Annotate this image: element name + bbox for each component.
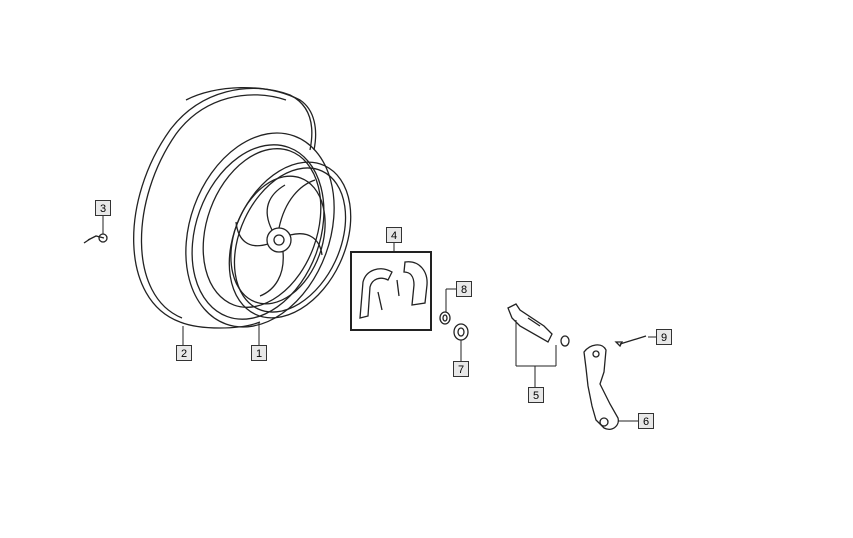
brake-cam (507, 303, 570, 347)
leader-lines (102, 216, 656, 422)
washer (439, 311, 451, 325)
oil-seal (453, 323, 469, 341)
callout-5: 5 (528, 387, 544, 403)
brake-shoe-set (350, 251, 432, 331)
callout-3: 3 (95, 200, 111, 216)
tire (133, 86, 335, 329)
bolt (614, 335, 647, 348)
callout-1: 1 (251, 345, 267, 361)
callout-7: 7 (453, 361, 469, 377)
callout-8: 8 (456, 281, 472, 297)
callout-6: 6 (638, 413, 654, 429)
valve-stem (83, 233, 108, 244)
callout-4: 4 (386, 227, 402, 243)
rim-ring (228, 161, 352, 319)
callout-9: 9 (656, 329, 672, 345)
callout-2: 2 (176, 345, 192, 361)
brake-arm (583, 344, 619, 430)
wheel-hub (230, 175, 326, 305)
